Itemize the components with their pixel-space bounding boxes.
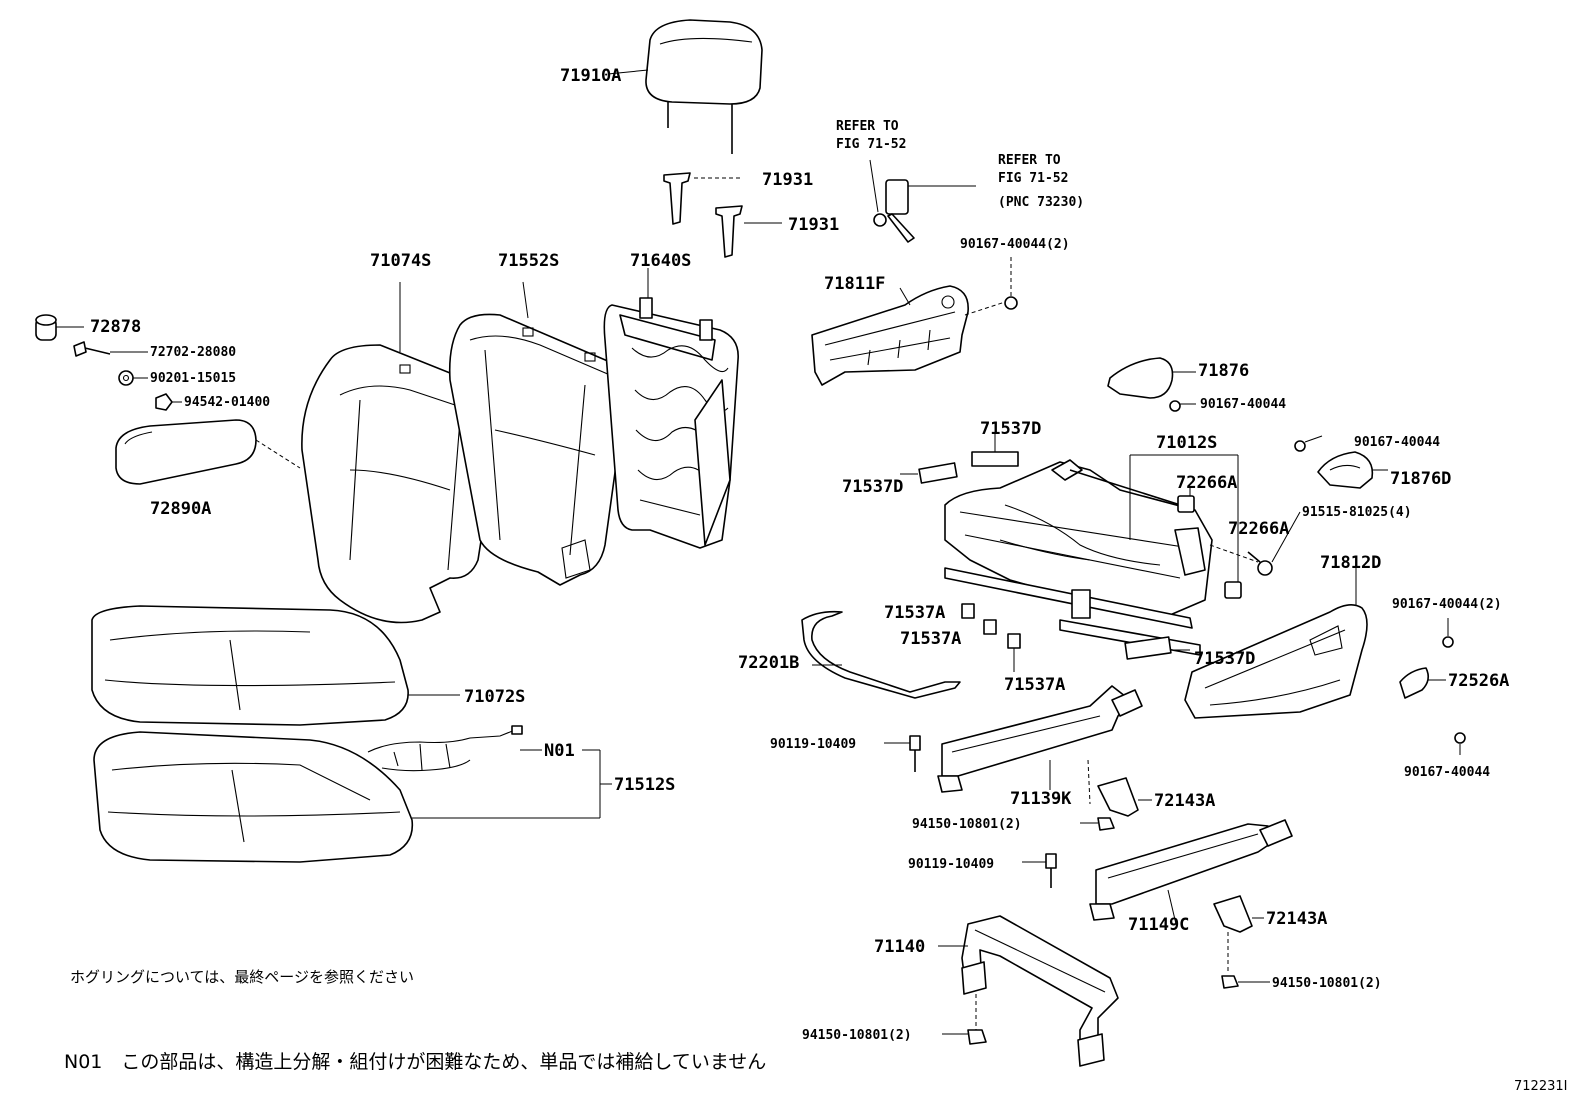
figure-id: 712231I [1514, 1079, 1567, 1094]
label-72702-28080: 72702-28080 [150, 345, 236, 360]
label-71931-1: 71931 [762, 170, 813, 190]
label-71640S: 71640S [630, 251, 691, 271]
label-72266A-1: 72266A [1176, 473, 1237, 493]
label-screw-bottom: 90167-40044 [1404, 765, 1490, 780]
label-94542-01400: 94542-01400 [184, 395, 270, 410]
label-N01: N01 [544, 741, 575, 761]
seat-back-pad [448, 281, 628, 586]
label-91515-81025: 91515-81025(4) [1302, 505, 1412, 520]
label-screw-right: 90167-40044 [1354, 435, 1440, 450]
armrest-group [35, 314, 301, 485]
pivot-cover [1107, 357, 1196, 412]
label-71537D-left: 71537D [842, 477, 903, 497]
label-71139K: 71139K [1010, 789, 1072, 809]
label-screw-shield: 90167-40044(2) [1392, 597, 1502, 612]
bolt-leg2 [1022, 853, 1057, 888]
bolt-leg1 [884, 735, 921, 772]
label-screw-top: 90167-40044(2) [960, 237, 1070, 252]
screw-shield [1442, 618, 1454, 648]
label-90201-15015: 90201-15015 [150, 371, 236, 386]
wire-harness [367, 725, 542, 772]
label-72201B: 72201B [738, 653, 799, 673]
label-71552S: 71552S [498, 251, 559, 271]
knob [1399, 667, 1446, 699]
nut-1 [1080, 817, 1115, 831]
pad-d1 [900, 462, 958, 484]
label-refer-2-line2: FIG 71-52 [998, 171, 1068, 186]
nut-2 [1221, 975, 1270, 989]
label-71537A-3: 71537A [1004, 675, 1065, 695]
label-71012S: 71012S [1156, 433, 1217, 453]
screw-bottom [1454, 732, 1466, 755]
seat-back-frame [603, 268, 739, 549]
rod [801, 610, 961, 699]
label-71537D-top: 71537D [980, 419, 1041, 439]
label-71876D: 71876D [1390, 469, 1451, 489]
label-72143A-1: 72143A [1154, 791, 1215, 811]
bracket-2 [1213, 895, 1264, 972]
label-72143A-2: 72143A [1266, 909, 1327, 929]
screw-top [1004, 256, 1018, 310]
label-71149C: 71149C [1128, 915, 1189, 935]
label-72890A: 72890A [150, 499, 211, 519]
label-71512S: 71512S [614, 775, 675, 795]
label-71876: 71876 [1198, 361, 1249, 381]
note-hog-ring: ホグリングについては、最終ページを参照ください [70, 968, 414, 986]
label-71537A-1: 71537A [884, 603, 945, 623]
pad-a1 [961, 603, 975, 619]
headrest [607, 19, 763, 154]
cushion-cover [91, 605, 460, 726]
label-71537A-2: 71537A [900, 629, 961, 649]
cushion-frame [944, 454, 1239, 656]
cushion-assy-bracket [582, 749, 612, 818]
nut-3 [942, 1029, 987, 1045]
label-71537D-bottom: 71537D [1194, 649, 1255, 669]
label-screw-pivot: 90167-40044 [1200, 397, 1286, 412]
headrest-support-1 [663, 172, 740, 225]
shield-lower [1184, 565, 1368, 719]
label-72878: 72878 [90, 317, 141, 337]
label-refer-1-line1: REFER TO [836, 119, 899, 134]
leg-base [938, 915, 1119, 1067]
label-refer-1-line2: FIG 71-52 [836, 137, 906, 152]
label-94150-10801-1: 94150-10801(2) [912, 817, 1022, 832]
note-n01: N01 この部品は、構造上分解・組付けが困難なため、単品では補給していません [64, 1051, 766, 1073]
leg-front [937, 685, 1143, 805]
pad-d3 [1124, 636, 1190, 660]
label-71910A: 71910A [560, 66, 621, 86]
pad-d2 [971, 432, 1019, 467]
pivot-cover-d [1294, 435, 1388, 489]
pad-a2 [983, 619, 997, 635]
label-72266A-2: 72266A [1228, 519, 1289, 539]
label-90119-10409-2: 90119-10409 [908, 857, 994, 872]
label-71931-2: 71931 [788, 215, 839, 235]
label-refer-2-line1: REFER TO [998, 153, 1061, 168]
label-71811F: 71811F [824, 274, 885, 294]
label-refer-2-line3: (PNC 73230) [998, 195, 1084, 210]
label-94150-10801-3: 94150-10801(2) [802, 1028, 912, 1043]
label-71812D: 71812D [1320, 553, 1381, 573]
adjuster-1 [1177, 486, 1195, 513]
headrest-support-2 [715, 205, 782, 258]
label-71074S: 71074S [370, 251, 431, 271]
shield-upper [811, 285, 1006, 386]
label-71072S: 71072S [464, 687, 525, 707]
label-72526A: 72526A [1448, 671, 1509, 691]
label-90119-10409-1: 90119-10409 [770, 737, 856, 752]
bolt-4 [1209, 511, 1301, 576]
pad-a3 [1007, 633, 1021, 672]
adjuster-2 [1224, 581, 1242, 599]
cushion-pad [93, 731, 600, 863]
bracket-1 [1097, 777, 1152, 817]
leg-rear [1089, 819, 1293, 925]
label-94150-10801-2: 94150-10801(2) [1272, 976, 1382, 991]
label-71140: 71140 [874, 937, 925, 957]
belt-buckle-ref [869, 159, 976, 243]
